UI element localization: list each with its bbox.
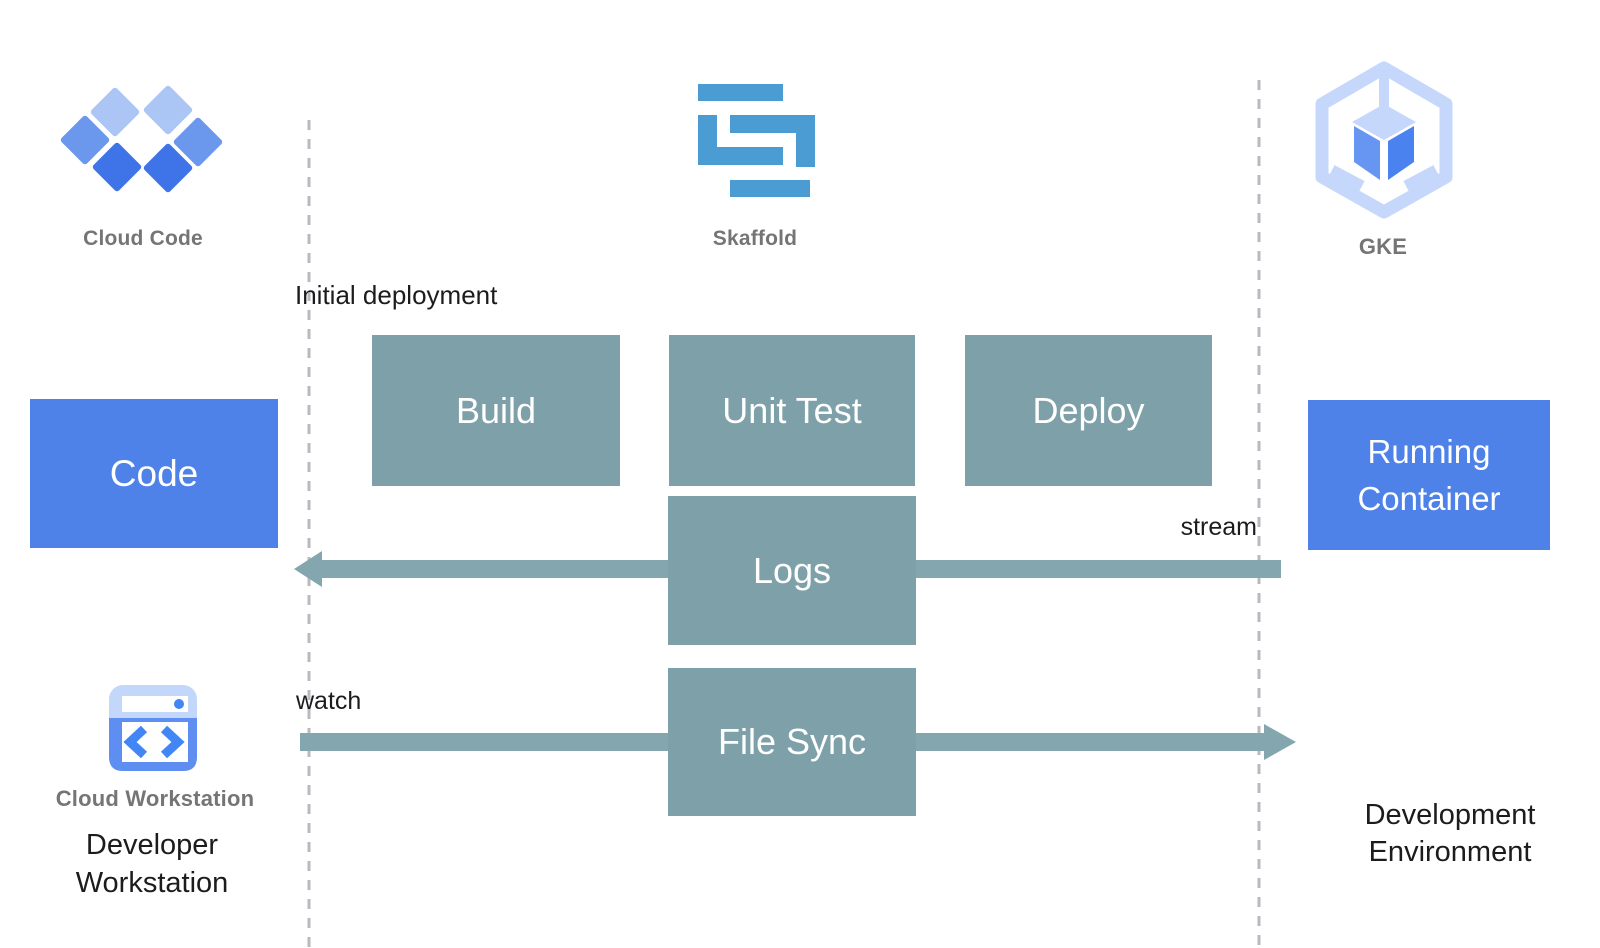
code-node-label: Code [109, 452, 199, 494]
cloud-workstation-label: Cloud Workstation [55, 786, 255, 811]
cloud-workstation-icon [109, 685, 197, 771]
gke-label: GKE [1358, 234, 1408, 259]
running-container-node-label: Running Container [1357, 433, 1501, 517]
watch-label: watch [296, 687, 362, 715]
build-step-box: Build [372, 335, 620, 486]
file-sync-step-box: File Sync [668, 668, 916, 816]
skaffold-label: Skaffold [712, 227, 798, 250]
cloud-code-label: Cloud Code [83, 227, 203, 250]
cloud-code-icon [60, 85, 223, 193]
initial-deployment-label: Initial deployment [295, 280, 498, 310]
developer-workstation-label: Developer Workstation [75, 829, 229, 899]
unit-test-step-box: Unit Test [669, 335, 915, 486]
file-sync-step-label: File Sync [717, 721, 867, 762]
deploy-step-box: Deploy [965, 335, 1212, 486]
stream-label: stream [1180, 513, 1257, 541]
logs-step-box: Logs [668, 496, 916, 645]
gke-icon [1315, 61, 1453, 219]
running-container-node-box: Running Container [1308, 400, 1550, 550]
skaffold-icon [698, 84, 815, 197]
development-environment-label: Development Environment [1364, 799, 1536, 868]
deploy-step-label: Deploy [1032, 389, 1145, 431]
unit-test-step-label: Unit Test [722, 389, 862, 431]
logs-step-label: Logs [752, 549, 832, 591]
build-step-label: Build [455, 389, 537, 431]
code-node-box: Code [30, 399, 278, 548]
